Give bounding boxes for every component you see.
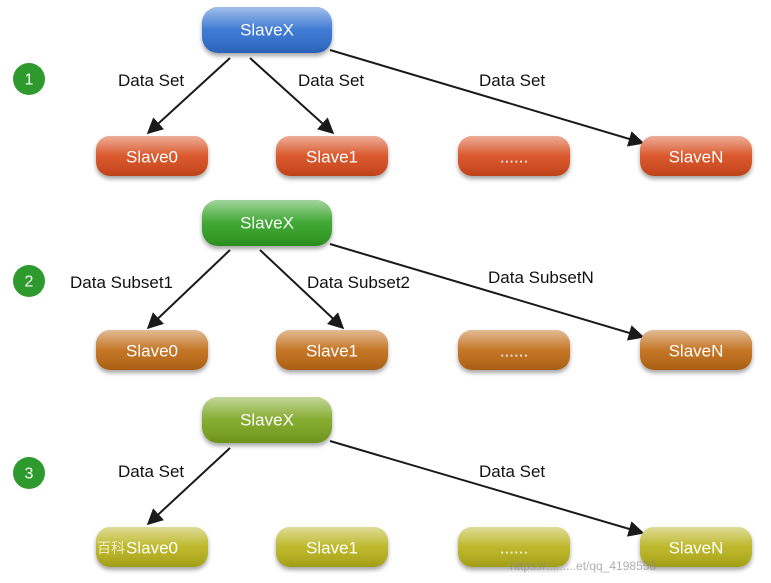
leaf-node-slave1[interactable] — [276, 136, 388, 176]
edge-arrow-root-to-slaven — [329, 243, 645, 341]
leaf-node-ellipsis[interactable] — [458, 136, 570, 176]
step-number: 2 — [25, 274, 34, 291]
leaf-node-label: Slave0 — [126, 539, 178, 558]
leaf-node-gloss — [96, 136, 208, 176]
leaf-node-label: Slave1 — [306, 342, 358, 361]
leaf-node-slave1[interactable] — [276, 527, 388, 567]
step-badge-2: 2 — [13, 265, 45, 297]
root-node-gloss — [202, 200, 332, 246]
edge-label-2: Data Subset2 — [307, 273, 410, 292]
edge-label-2: Data Set — [479, 462, 545, 481]
root-node-slavex[interactable] — [202, 7, 332, 53]
leaf-node-gloss — [458, 527, 570, 567]
leaf-node-slaven[interactable] — [640, 330, 752, 370]
leaf-node-ellipsis[interactable] — [458, 527, 570, 567]
step-badge-circle — [13, 63, 45, 95]
leaf-node-label: Slave0 — [126, 342, 178, 361]
root-node-label: SlaveX — [240, 411, 294, 430]
edge-arrow-root-to-slave0 — [146, 249, 231, 330]
leaf-node-label: SlaveN — [669, 342, 724, 361]
edge-label-1: Data Set — [118, 71, 184, 90]
step-badge-3: 3 — [13, 457, 45, 489]
edge-label-2: Data Set — [298, 71, 364, 90]
root-node-gloss — [202, 397, 332, 443]
root-node-gloss — [202, 7, 332, 53]
leaf-node-label: ...... — [500, 539, 528, 558]
row-1: 1 SlaveX Data Set Data Set Data Set Slav… — [13, 7, 752, 176]
edge-arrow-root-to-slaven — [329, 440, 645, 537]
step-badge-1: 1 — [13, 63, 45, 95]
edge-arrow-root-to-slave0 — [146, 57, 231, 135]
step-number: 3 — [25, 466, 34, 483]
edge-label-1: Data Set — [118, 462, 184, 481]
leaf-node-slave0[interactable] — [96, 136, 208, 176]
leaf-node-gloss — [96, 330, 208, 370]
leaf-node-gloss — [640, 527, 752, 567]
leaf-node-gloss — [640, 330, 752, 370]
leaf-node-gloss — [458, 330, 570, 370]
row-3: 3 SlaveX Data Set Data Set Slave0 Slave1… — [13, 397, 752, 567]
root-node-slavex[interactable] — [202, 200, 332, 246]
leaf-node-label: SlaveN — [669, 148, 724, 167]
leaf-node-label: ...... — [500, 342, 528, 361]
leaf-node-gloss — [640, 136, 752, 176]
edge-label-3: Data SubsetN — [488, 268, 594, 287]
edge-label-1: Data Subset1 — [70, 273, 173, 292]
edge-arrow-root-to-slave1 — [249, 57, 335, 135]
watermark-left-text: 百科 — [97, 540, 125, 556]
leaf-node-label: Slave1 — [306, 539, 358, 558]
leaf-node-label: ...... — [500, 148, 528, 167]
leaf-node-gloss — [276, 527, 388, 567]
leaf-node-gloss — [96, 527, 208, 567]
leaf-node-ellipsis[interactable] — [458, 330, 570, 370]
leaf-node-gloss — [276, 330, 388, 370]
leaf-node-slave1[interactable] — [276, 330, 388, 370]
leaf-node-slave0[interactable] — [96, 330, 208, 370]
edge-arrow-root-to-slave0 — [146, 447, 231, 526]
edge-label-3: Data Set — [479, 71, 545, 90]
leaf-node-slave0[interactable] — [96, 527, 208, 567]
root-node-label: SlaveX — [240, 214, 294, 233]
leaf-node-gloss — [276, 136, 388, 176]
step-number: 1 — [25, 72, 34, 89]
leaf-node-label: Slave0 — [126, 148, 178, 167]
leaf-node-slaven[interactable] — [640, 136, 752, 176]
row-2: 2 SlaveX Data Subset1 Data Subset2 Data … — [13, 200, 752, 370]
leaf-node-label: SlaveN — [669, 539, 724, 558]
edge-arrow-root-to-slaven — [329, 49, 645, 147]
step-badge-circle — [13, 457, 45, 489]
leaf-node-slaven[interactable] — [640, 527, 752, 567]
edge-arrow-root-to-slave1 — [259, 249, 345, 330]
step-badge-circle — [13, 265, 45, 297]
watermark-url-text: https://.........et/qq_4198558 — [510, 559, 656, 573]
leaf-node-label: Slave1 — [306, 148, 358, 167]
root-node-slavex[interactable] — [202, 397, 332, 443]
leaf-node-gloss — [458, 136, 570, 176]
root-node-label: SlaveX — [240, 21, 294, 40]
